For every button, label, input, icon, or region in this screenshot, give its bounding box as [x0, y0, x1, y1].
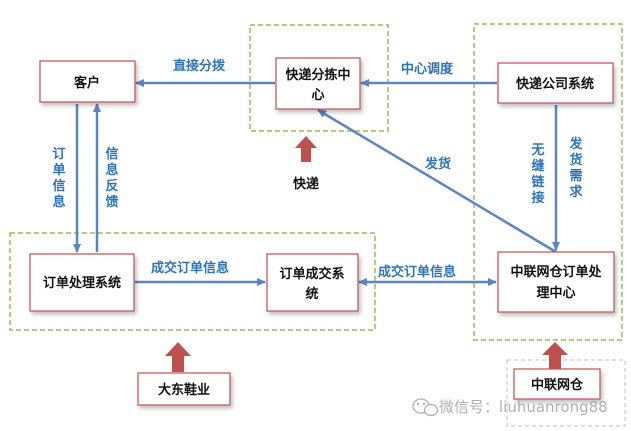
sorting-center-label-line2: 心 — [311, 88, 324, 103]
watermark-box — [506, 359, 626, 427]
customer-label: 客户 — [74, 75, 100, 91]
zl-group — [473, 23, 623, 341]
shipping-demand-char: 货 — [569, 152, 582, 168]
info-feedback-char: 反 — [105, 178, 118, 194]
order-info-char: 息 — [52, 194, 65, 210]
sorting-center-group — [249, 24, 389, 132]
courier-company-label: 快递公司系统 — [516, 76, 594, 92]
input-arrow-dadong — [165, 342, 191, 372]
info-feedback-char: 信 — [105, 146, 118, 162]
node-sorting-center: 快递分拣中 心 — [275, 57, 361, 110]
zl-center-label-line1: 中联网仓订单处 — [510, 264, 602, 280]
seamless-link-char: 接 — [531, 190, 544, 206]
shipping-demand-char: 需 — [569, 169, 582, 184]
merchant-group — [9, 232, 376, 331]
node-zhonglian: 中联网仓 — [513, 368, 601, 400]
label-info-feedback: 信 息 反 馈 — [105, 146, 118, 210]
label-seamless-link: 无 缝 链 接 — [530, 143, 545, 206]
order-info-char: 信 — [52, 178, 65, 194]
node-order-deal: 订单成交系 统 — [266, 253, 359, 312]
wechat-icon — [412, 398, 439, 417]
watermark: 微信号：liuhuanrong88 — [412, 398, 608, 417]
order-info-char: 单 — [52, 162, 65, 178]
label-direct-dispatch: 直接分拨 — [173, 58, 226, 74]
zhonglian-label: 中联网仓 — [531, 377, 584, 393]
zl-center-label-line2: 理中心 — [536, 285, 575, 301]
node-dadong: 大东鞋业 — [137, 372, 231, 406]
label-order-info: 订 单 信 息 — [52, 146, 65, 210]
shipping-demand-char: 发 — [568, 136, 583, 152]
node-order-processing: 订单处理系统 — [29, 253, 135, 312]
info-feedback-char: 息 — [105, 162, 118, 178]
input-arrow-express — [295, 136, 317, 162]
arrow-zl-to-sorting — [317, 108, 557, 254]
shipping-demand-char: 求 — [569, 184, 583, 200]
node-zl-center: 中联网仓订单处 理中心 — [497, 251, 615, 313]
order-deal-label-line2: 统 — [305, 286, 318, 302]
label-deal-info-2: 成交订单信息 — [378, 264, 456, 280]
dadong-label: 大东鞋业 — [158, 382, 210, 398]
sorting-center-label-line1: 快递分拣中 — [285, 67, 350, 83]
label-shipping-demand: 发 货 需 求 — [568, 136, 583, 200]
seamless-link-char: 无 — [530, 143, 544, 158]
order-info-char: 订 — [52, 146, 65, 162]
input-arrow-zhonglian — [542, 342, 568, 370]
order-processing-label: 订单处理系统 — [43, 275, 121, 291]
node-courier-company: 快递公司系统 — [497, 62, 614, 104]
watermark-text: 微信号：liuhuanrong88 — [439, 398, 608, 416]
label-central-dispatch: 中心调度 — [401, 61, 454, 77]
node-customer: 客户 — [39, 60, 136, 103]
express-label: 快递 — [293, 176, 319, 192]
label-shipping: 发货 — [424, 156, 451, 172]
seamless-link-char: 缝 — [531, 158, 544, 174]
seamless-link-char: 链 — [530, 174, 545, 190]
label-deal-info-1: 成交订单信息 — [151, 260, 229, 276]
info-feedback-char: 馈 — [105, 194, 118, 210]
order-deal-label-line1: 订单成交系 — [279, 266, 344, 282]
